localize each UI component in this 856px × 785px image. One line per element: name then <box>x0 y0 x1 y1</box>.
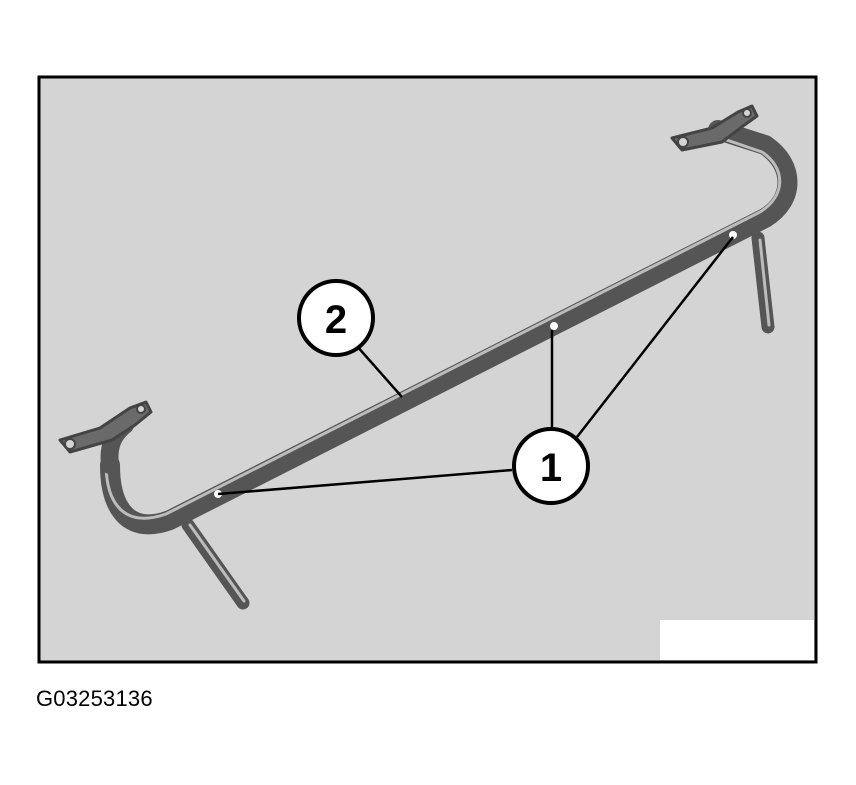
right-bracket-hole-2 <box>742 108 752 118</box>
blank-patch <box>660 620 814 660</box>
main-tube-highlight <box>104 135 782 520</box>
leader-1-left <box>217 468 513 496</box>
callout-1-label: 1 <box>540 446 562 490</box>
left-bracket <box>58 400 153 454</box>
callout-1: 1 <box>512 427 590 505</box>
weld-spot-middle <box>550 322 558 330</box>
strut-bar-part <box>58 104 798 610</box>
leader-2 <box>355 344 403 398</box>
right-bracket <box>670 104 759 152</box>
callout-2-circle <box>297 279 375 357</box>
left-bracket-hole-1 <box>64 438 76 450</box>
main-tube <box>100 120 798 535</box>
right-bracket-hole-1 <box>677 136 689 148</box>
right-leg-highlight <box>758 238 771 327</box>
figure-code: G03253136 <box>36 686 153 711</box>
left-bracket-hole-2 <box>136 404 146 414</box>
diagram-panel <box>37 75 818 664</box>
callout-2-label: 2 <box>325 298 347 342</box>
leader-1-right <box>576 236 734 438</box>
leader-lines <box>217 236 734 496</box>
callout-1-circle <box>512 427 590 505</box>
left-leg <box>181 518 250 610</box>
weld-spot-right <box>729 231 737 239</box>
left-leg-highlight <box>188 523 246 603</box>
callout-2: 2 <box>297 279 375 357</box>
